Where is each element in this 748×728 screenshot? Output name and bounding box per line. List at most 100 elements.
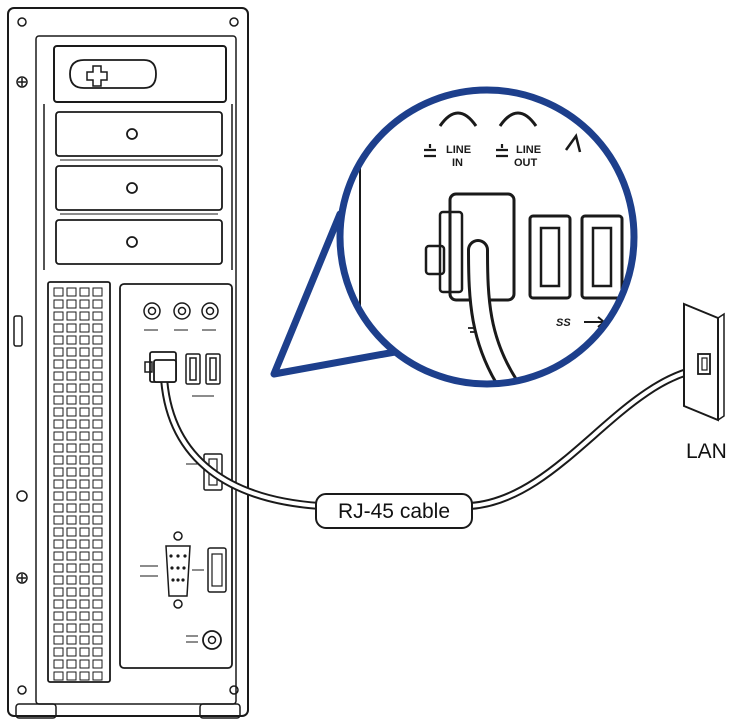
superspeed-usb-label: SS	[556, 317, 571, 329]
vent-hole	[79, 647, 90, 657]
vent-hole	[92, 419, 103, 429]
chassis-outline	[7, 7, 249, 717]
vent-hole	[92, 359, 103, 369]
vent-hole	[79, 359, 90, 369]
psu-bracket	[53, 45, 227, 103]
vent-hole	[79, 659, 90, 669]
vent-hole	[79, 347, 90, 357]
io-panel	[119, 283, 233, 669]
zoom-ring	[336, 86, 638, 388]
vent-hole	[66, 659, 77, 669]
vent-hole	[79, 563, 90, 573]
vent-hole	[53, 299, 64, 309]
vent-hole	[79, 323, 90, 333]
vent-hole	[66, 479, 77, 489]
vga-pin	[170, 566, 174, 570]
vent-hole	[92, 575, 103, 585]
vent-hole	[66, 647, 77, 657]
vent-hole	[66, 311, 77, 321]
vent-hole	[66, 611, 77, 621]
vent-hole	[53, 647, 64, 657]
vga-pin	[181, 578, 185, 582]
audio-jacks	[143, 302, 219, 331]
lan-label: LAN	[686, 440, 727, 463]
vent-hole	[79, 395, 90, 405]
vga-pin	[171, 578, 175, 582]
vent-hole	[53, 347, 64, 357]
vent-hole	[79, 587, 90, 597]
vent-hole	[79, 455, 90, 465]
vent-hole	[92, 515, 103, 525]
vent-hole	[66, 575, 77, 585]
vga-pin	[176, 578, 180, 582]
vent-hole	[92, 503, 103, 513]
vent-hole	[53, 323, 64, 333]
ethernet-port-clip	[144, 361, 153, 373]
vga-pins	[169, 554, 187, 582]
vent-hole	[92, 563, 103, 573]
vent-hole	[79, 407, 90, 417]
svg-text:IN: IN	[452, 157, 463, 169]
side-latch	[13, 315, 23, 347]
vent-hole	[79, 611, 90, 621]
vent-hole	[66, 455, 77, 465]
usb-icon	[205, 353, 221, 385]
audio-jack-icon	[201, 302, 219, 320]
wall-socket-icon	[683, 302, 725, 422]
vent-hole	[79, 335, 90, 345]
vent-hole	[79, 503, 90, 513]
vent-hole	[53, 335, 64, 345]
vent-hole	[66, 623, 77, 633]
vent-hole	[79, 635, 90, 645]
screw-icon	[16, 17, 239, 695]
vent-hole	[66, 347, 77, 357]
vent-hole	[66, 671, 77, 681]
vent-hole	[79, 479, 90, 489]
zoom-callout: LINE IN LINE OUT SS	[270, 86, 638, 388]
vga-pin	[176, 554, 180, 558]
vent-hole	[53, 503, 64, 513]
vent-hole	[66, 515, 77, 525]
vent-grille	[47, 281, 111, 683]
vent-hole	[66, 323, 77, 333]
vent-hole	[79, 527, 90, 537]
audio-jack-icon	[143, 302, 161, 320]
vent-hole	[53, 431, 64, 441]
vent-hole	[66, 383, 77, 393]
vent-hole	[53, 575, 64, 585]
vent-hole	[92, 287, 103, 297]
vent-hole	[92, 467, 103, 477]
vent-hole	[92, 659, 103, 669]
usb-port-pair	[185, 353, 221, 385]
vent-hole	[66, 563, 77, 573]
vent-hole	[66, 539, 77, 549]
vent-holes	[53, 287, 103, 681]
vent-hole	[53, 635, 64, 645]
vent-hole	[66, 335, 77, 345]
vent-hole	[92, 551, 103, 561]
cable-label-box	[315, 493, 473, 529]
foot-right	[199, 703, 241, 719]
vent-hole	[92, 623, 103, 633]
vent-hole	[92, 455, 103, 465]
vent-hole	[92, 443, 103, 453]
vent-hole	[53, 455, 64, 465]
vent-hole	[66, 299, 77, 309]
vent-hole	[79, 467, 90, 477]
vent-hole	[92, 383, 103, 393]
vent-hole	[53, 491, 64, 501]
vent-hole	[79, 551, 90, 561]
usb-icon	[185, 353, 201, 385]
audio-jack-icon	[173, 302, 191, 320]
vent-hole	[79, 311, 90, 321]
vent-hole	[92, 647, 103, 657]
vent-hole	[53, 419, 64, 429]
vent-hole	[79, 515, 90, 525]
vent-hole	[53, 311, 64, 321]
vent-hole	[79, 599, 90, 609]
vent-hole	[53, 287, 64, 297]
vent-hole	[79, 539, 90, 549]
vent-hole	[66, 287, 77, 297]
vent-hole	[92, 299, 103, 309]
vent-hole	[53, 599, 64, 609]
